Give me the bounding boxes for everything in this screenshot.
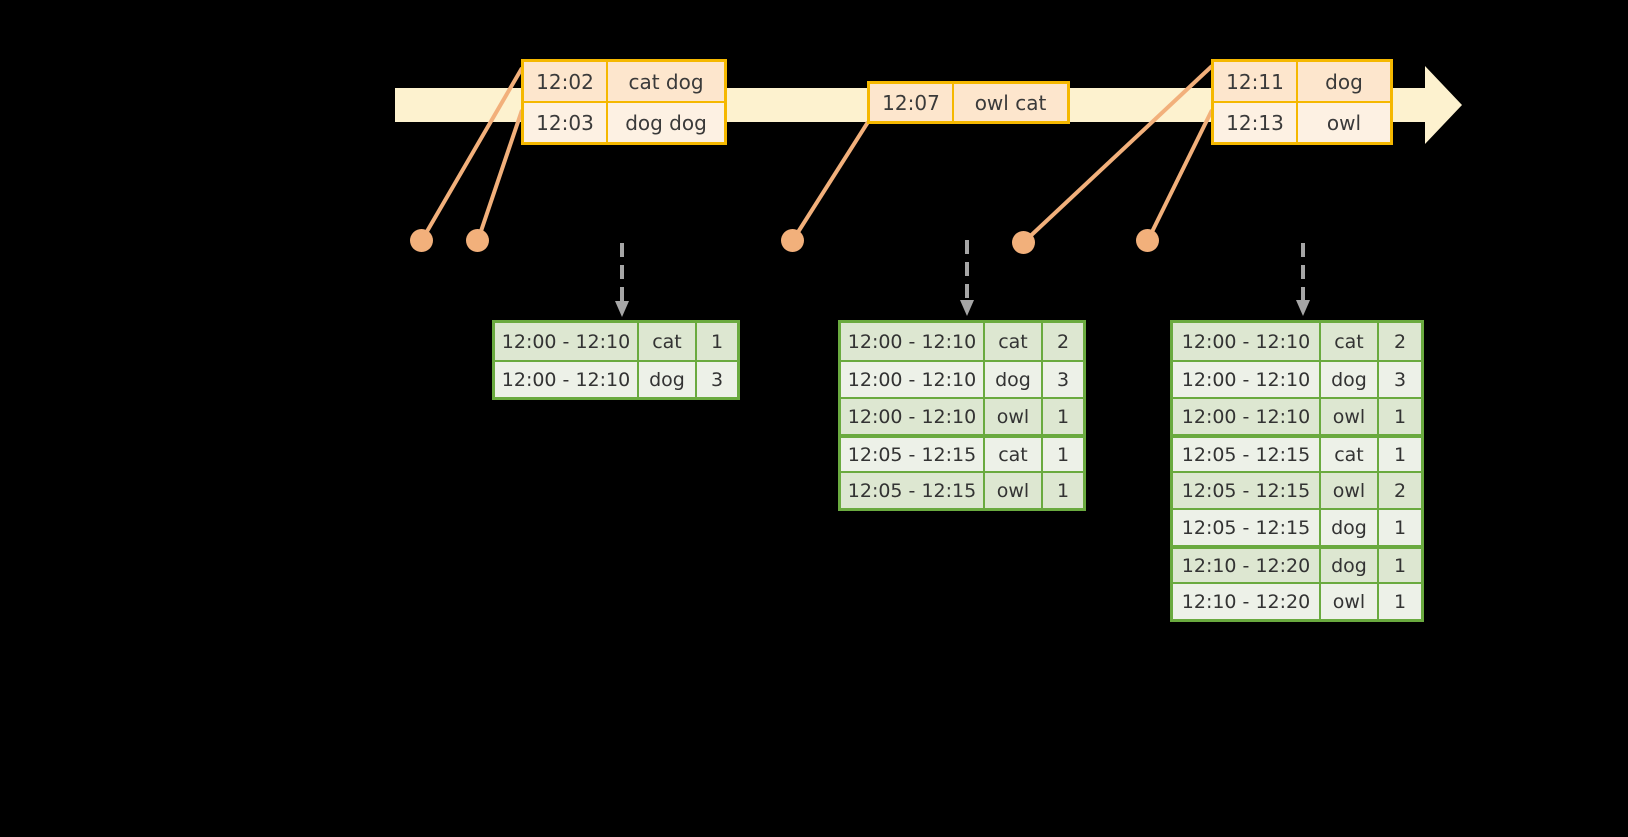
- cell-count: 3: [697, 362, 737, 397]
- cell-window: 12:00 - 12:10: [1173, 323, 1321, 360]
- cell-count: 2: [1379, 473, 1421, 508]
- cell-word: owl: [1321, 584, 1379, 619]
- arrow-stem: [1301, 243, 1305, 300]
- table-row[interactable]: 12:00 - 12:10 dog 3: [495, 360, 737, 397]
- table-row[interactable]: 12:05 - 12:15 owl 1: [841, 471, 1083, 508]
- cell-window: 12:05 - 12:15: [1173, 473, 1321, 508]
- cell-window: 12:00 - 12:10: [1173, 399, 1321, 434]
- flow-arrow-1: [615, 243, 629, 317]
- cell-window: 12:05 - 12:15: [1173, 438, 1321, 471]
- cell-count: 1: [1043, 438, 1083, 471]
- cell-window: 12:05 - 12:15: [841, 473, 985, 508]
- event-time: 12:11: [1214, 62, 1298, 101]
- event-words: dog dog: [608, 103, 724, 142]
- connector-dot-3: [781, 229, 804, 252]
- event-words: owl cat: [954, 84, 1067, 121]
- result-table-3[interactable]: 12:00 - 12:10 cat 2 12:00 - 12:10 dog 3 …: [1170, 320, 1424, 622]
- cell-count: 1: [1379, 584, 1421, 619]
- table-row[interactable]: 12:00 - 12:10 cat 2: [841, 323, 1083, 360]
- arrow-head: [960, 300, 974, 316]
- cell-word: cat: [1321, 323, 1379, 360]
- event-row[interactable]: 12:07 owl cat: [870, 84, 1067, 121]
- table-row[interactable]: 12:00 - 12:10 owl 1: [841, 397, 1083, 434]
- table-row[interactable]: 12:00 - 12:10 owl 1: [1173, 397, 1421, 434]
- table-row[interactable]: 12:05 - 12:15 dog 1: [1173, 508, 1421, 545]
- table-row[interactable]: 12:00 - 12:10 cat 1: [495, 323, 737, 360]
- cell-count: 2: [1043, 323, 1083, 360]
- event-words: owl: [1298, 103, 1390, 142]
- table-row[interactable]: 12:05 - 12:15 cat 1: [1173, 434, 1421, 471]
- event-words: dog: [1298, 62, 1390, 101]
- cell-window: 12:00 - 12:10: [495, 323, 639, 360]
- cell-count: 1: [1379, 549, 1421, 582]
- cell-window: 12:00 - 12:10: [841, 323, 985, 360]
- cell-word: owl: [985, 399, 1043, 434]
- cell-word: dog: [639, 362, 697, 397]
- connector-dot-5: [1136, 229, 1159, 252]
- cell-count: 3: [1043, 362, 1083, 397]
- cell-window: 12:05 - 12:15: [841, 438, 985, 471]
- cell-word: cat: [639, 323, 697, 360]
- cell-word: cat: [985, 438, 1043, 471]
- arrow-head: [615, 301, 629, 317]
- cell-count: 2: [1379, 323, 1421, 360]
- table-row[interactable]: 12:10 - 12:20 owl 1: [1173, 582, 1421, 619]
- result-table-1[interactable]: 12:00 - 12:10 cat 1 12:00 - 12:10 dog 3: [492, 320, 740, 400]
- connector-dot-4: [1012, 231, 1035, 254]
- cell-count: 1: [1043, 399, 1083, 434]
- event-row[interactable]: 12:13 owl: [1214, 101, 1390, 142]
- table-row[interactable]: 12:05 - 12:15 cat 1: [841, 434, 1083, 471]
- event-words: cat dog: [608, 62, 724, 101]
- table-row[interactable]: 12:05 - 12:15 owl 2: [1173, 471, 1421, 508]
- cell-count: 1: [1379, 399, 1421, 434]
- cell-word: cat: [985, 323, 1043, 360]
- event-time: 12:02: [524, 62, 608, 101]
- cell-count: 1: [1379, 438, 1421, 471]
- cell-word: owl: [985, 473, 1043, 508]
- cell-window: 12:00 - 12:10: [495, 362, 639, 397]
- event-time: 12:07: [870, 84, 954, 121]
- cell-window: 12:10 - 12:20: [1173, 584, 1321, 619]
- flow-arrow-2: [960, 240, 974, 316]
- cell-word: cat: [1321, 438, 1379, 471]
- cell-word: dog: [1321, 362, 1379, 397]
- arrow-stem: [965, 240, 969, 300]
- cell-count: 1: [1043, 473, 1083, 508]
- cell-window: 12:00 - 12:10: [1173, 362, 1321, 397]
- connector-dot-2: [466, 229, 489, 252]
- flow-arrow-3: [1296, 243, 1310, 316]
- cell-count: 1: [697, 323, 737, 360]
- arrow-stem: [620, 243, 624, 301]
- cell-count: 3: [1379, 362, 1421, 397]
- table-row[interactable]: 12:10 - 12:20 dog 1: [1173, 545, 1421, 582]
- event-time: 12:13: [1214, 103, 1298, 142]
- event-row[interactable]: 12:11 dog: [1214, 62, 1390, 101]
- table-row[interactable]: 12:00 - 12:10 dog 3: [1173, 360, 1421, 397]
- arrow-head: [1296, 300, 1310, 316]
- cell-count: 1: [1379, 510, 1421, 545]
- cell-word: owl: [1321, 399, 1379, 434]
- cell-word: owl: [1321, 473, 1379, 508]
- cell-window: 12:00 - 12:10: [841, 362, 985, 397]
- event-group-1[interactable]: 12:02 cat dog 12:03 dog dog: [521, 59, 727, 145]
- event-time: 12:03: [524, 103, 608, 142]
- event-group-3[interactable]: 12:11 dog 12:13 owl: [1211, 59, 1393, 145]
- cell-window: 12:10 - 12:20: [1173, 549, 1321, 582]
- cell-window: 12:05 - 12:15: [1173, 510, 1321, 545]
- event-row[interactable]: 12:02 cat dog: [524, 62, 724, 101]
- event-group-2[interactable]: 12:07 owl cat: [867, 81, 1070, 124]
- cell-word: dog: [985, 362, 1043, 397]
- cell-word: dog: [1321, 510, 1379, 545]
- table-row[interactable]: 12:00 - 12:10 cat 2: [1173, 323, 1421, 360]
- cell-window: 12:00 - 12:10: [841, 399, 985, 434]
- connector-dot-1: [410, 229, 433, 252]
- result-table-2[interactable]: 12:00 - 12:10 cat 2 12:00 - 12:10 dog 3 …: [838, 320, 1086, 511]
- event-row[interactable]: 12:03 dog dog: [524, 101, 724, 142]
- cell-word: dog: [1321, 549, 1379, 582]
- table-row[interactable]: 12:00 - 12:10 dog 3: [841, 360, 1083, 397]
